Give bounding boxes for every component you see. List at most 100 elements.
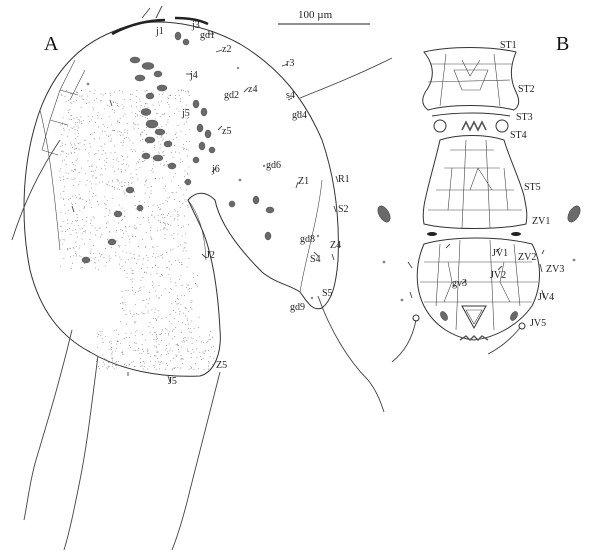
stipple-dot: [188, 141, 190, 143]
stipple-dot: [118, 246, 120, 248]
stipple-dot: [83, 243, 85, 245]
stipple-dot: [135, 106, 137, 108]
stipple-dot: [147, 142, 149, 144]
stipple-dot: [119, 130, 121, 132]
stipple-dot: [177, 185, 179, 187]
stipple-dot: [193, 368, 195, 370]
stipple-dot: [157, 358, 158, 360]
shield-fold: [187, 199, 207, 261]
stipple-dot: [85, 103, 87, 104]
stipple-dot: [92, 196, 94, 198]
stipple-dot: [116, 157, 118, 159]
stipple-dot: [78, 127, 80, 129]
stipple-dot: [121, 181, 123, 183]
stipple-dot: [60, 211, 62, 213]
stipple-dot: [164, 155, 166, 157]
label-J2: J2: [206, 250, 215, 261]
stipple-dot: [143, 350, 145, 352]
stipple-dot: [184, 307, 186, 308]
stipple-dot: [81, 167, 83, 169]
stipple-dot: [63, 191, 65, 192]
stipple-dot: [78, 133, 80, 135]
stipple-dot: [157, 255, 159, 257]
stipple-dot: [150, 227, 152, 229]
stipple-dot: [174, 336, 176, 337]
stipple-dot: [74, 129, 76, 131]
stipple-dot: [151, 256, 153, 258]
stipple-dot: [112, 179, 113, 181]
stipple-dot: [135, 320, 137, 322]
stipple-dot: [148, 216, 150, 218]
stipple-dot: [127, 132, 129, 134]
stipple-dot: [179, 278, 181, 280]
stipple-dot: [106, 200, 108, 202]
stipple-dot: [116, 367, 118, 369]
stipple-dot: [189, 331, 191, 333]
stipple-dot: [175, 354, 177, 356]
stipple-dot: [156, 320, 157, 321]
stipple-dot: [115, 361, 117, 363]
stipple-dot: [140, 361, 141, 363]
stipple-dot: [145, 117, 147, 119]
stipple-dot: [181, 264, 183, 266]
stipple-dot: [154, 345, 156, 347]
stipple-dot: [164, 332, 166, 334]
stipple-dot: [78, 183, 80, 185]
stipple-dot: [108, 116, 110, 118]
stipple-dot: [134, 322, 136, 324]
stipple-dot: [99, 331, 101, 333]
stipple-dot: [191, 337, 193, 339]
label-ZV1: ZV1: [532, 216, 550, 227]
stipple-dot: [60, 124, 62, 126]
stipple-dot: [124, 301, 126, 303]
stipple-dot: [178, 214, 180, 216]
stipple-dot: [120, 267, 122, 269]
stipple-dot: [97, 126, 99, 128]
stipple-dot: [132, 289, 134, 291]
stipple-dot: [154, 144, 156, 146]
stipple-dot: [85, 173, 87, 175]
stipple-dot: [104, 216, 106, 218]
stipple-dot: [90, 171, 92, 173]
stipple-dot: [178, 110, 180, 112]
stipple-dot: [97, 111, 99, 113]
stipple-dot: [86, 217, 88, 218]
stipple-dot: [108, 341, 110, 343]
stipple-dot: [128, 225, 130, 227]
stipple-dot: [175, 285, 177, 287]
stipple-dot: [109, 259, 111, 261]
stipple-dot: [105, 367, 107, 369]
stipple-dot: [133, 313, 135, 315]
stipple-dot: [123, 106, 125, 108]
stipple-dot: [147, 310, 149, 312]
stipple-dot: [173, 176, 175, 178]
stipple-dot: [133, 350, 135, 352]
stipple-dot: [158, 94, 160, 96]
stipple-dot: [196, 340, 198, 342]
stipple-dot: [77, 158, 79, 160]
stipple-dot: [116, 364, 118, 366]
label-Z4: Z4: [330, 240, 341, 251]
stipple-dot: [65, 212, 66, 214]
stipple-dot: [142, 161, 144, 163]
label-j4: j4: [189, 70, 198, 81]
stipple-dot: [182, 148, 184, 150]
stipple-dot: [196, 284, 198, 286]
stipple-dot: [155, 335, 157, 337]
stipple-dot: [200, 341, 202, 343]
stipple-dot: [97, 150, 99, 152]
stipple-dot: [178, 349, 180, 350]
stipple-dot: [98, 366, 100, 367]
stipple-dot: [103, 108, 105, 110]
stipple-dot: [177, 303, 179, 305]
stipple-dot: [115, 159, 117, 161]
stipple-dot: [190, 307, 192, 309]
stipple-dot: [121, 351, 123, 353]
stipple-dot: [66, 249, 68, 251]
stipple-dot: [104, 92, 106, 94]
stipple-dot: [97, 269, 99, 271]
stipple-dot: [141, 365, 143, 367]
stipple-dot: [153, 160, 155, 162]
stipple-dot: [188, 110, 190, 112]
stipple-dot: [117, 120, 119, 122]
